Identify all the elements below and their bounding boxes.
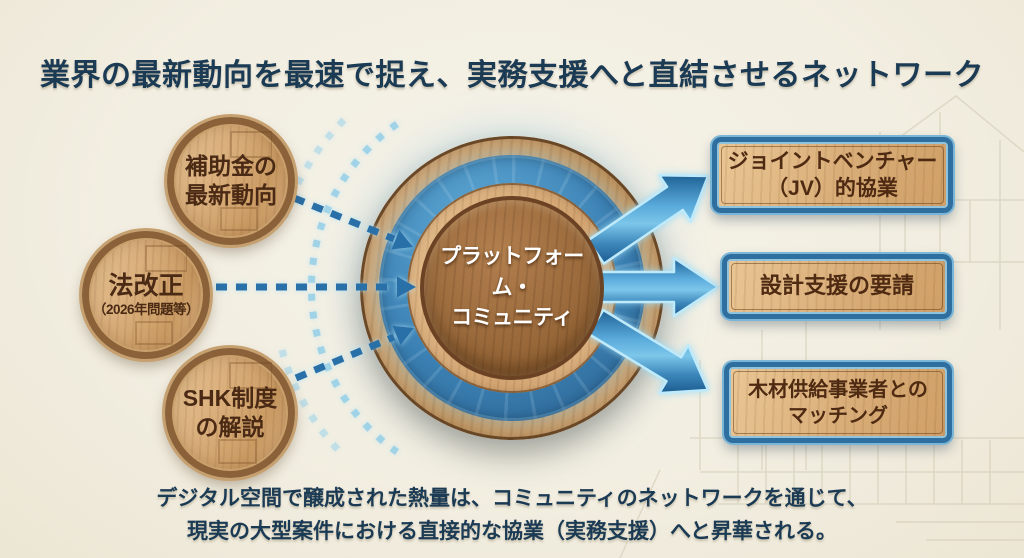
outcome-plank-jv-collaboration: ジョイントベンチャー （JV）的協業: [712, 137, 953, 213]
outcome-plank-design-support: 設計支援の要請: [722, 254, 952, 319]
page-title: 業界の最新動向を最速で捉え、実務支援へと直結させるネットワーク: [40, 59, 984, 92]
hub-label: プラットフォーム・ コミュニティ: [440, 245, 584, 330]
footer-line-1: デジタル空間で醸成された熱量は、コミュニティのネットワークを通じて、: [156, 487, 868, 510]
footer-caption: デジタル空間で醸成された熱量は、コミュニティのネットワークを通じて、 現実の大型…: [0, 482, 1024, 548]
source-disc-subsidy-trends: 補助金の 最新動向: [167, 117, 295, 245]
source-disc-label: 補助金の 最新動向: [185, 153, 277, 208]
footer-line-2: 現実の大型案件における直接的な協業（実務支援）へと昇華される。: [187, 520, 837, 543]
hub-platform-community: プラットフォーム・ コミュニティ: [420, 196, 604, 380]
source-disc-law-revision: 法改正 （2026年問題等）: [82, 231, 210, 359]
solid-output-arrows: [586, 173, 720, 395]
outcome-plank-label: ジョイントベンチャー （JV）的協業: [727, 149, 938, 200]
dashed-input-arrows: [216, 194, 416, 382]
outcome-plank-label: 木材供給事業者との マッチング: [748, 378, 928, 427]
arrow-to-design: [598, 256, 720, 318]
source-disc-shk-system: SHK制度 の解説: [165, 348, 295, 478]
arrow-to-matching: [587, 308, 710, 395]
outcome-plank-timber-matching: 木材供給事業者との マッチング: [724, 362, 952, 443]
source-disc-label: 法改正 （2026年問題等）: [92, 271, 200, 318]
outcome-plank-label: 設計支援の要請: [759, 273, 914, 299]
source-disc-label: SHK制度 の解説: [182, 385, 278, 440]
arrow-to-jv: [586, 173, 710, 265]
